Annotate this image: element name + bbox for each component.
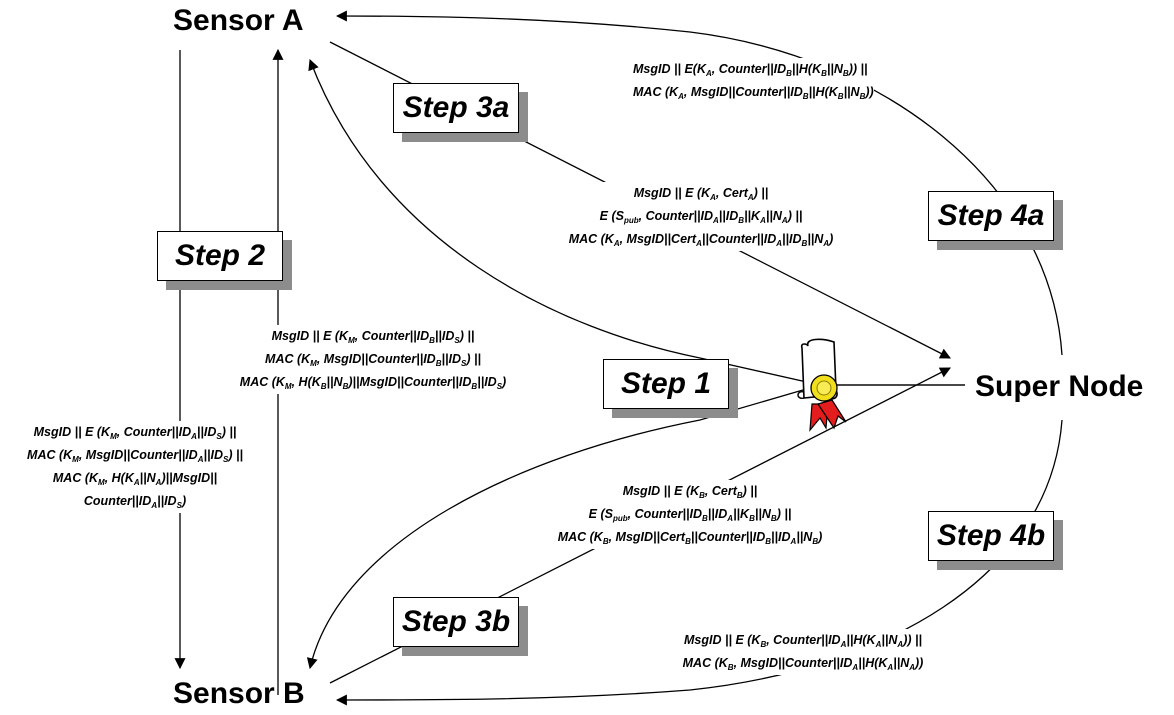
message-line: Counter||IDA||IDS) bbox=[83, 494, 187, 510]
sensor-a: Sensor A bbox=[173, 4, 304, 37]
message-line: MAC (KB, MsgID||Counter||IDA||H(KA||NA)) bbox=[682, 656, 924, 672]
step-1-box: Step 1 bbox=[603, 359, 738, 418]
message-line: MAC (KA, MsgID||CertA||Counter||IDA||IDB… bbox=[568, 232, 834, 248]
step-2-label: Step 2 bbox=[157, 231, 283, 281]
message-line: E (Spub, Counter||IDA||IDB||KA||NA) || bbox=[599, 209, 803, 225]
message-step-2-to-a: MsgID || E (KM, Counter||IDB||IDS) || MA… bbox=[212, 325, 534, 394]
step-3a-box: Step 3a bbox=[393, 83, 528, 142]
message-line: MAC (KM, MsgID||Counter||IDB||IDS) || bbox=[265, 352, 481, 368]
message-line: E (Spub, Counter||IDB||IDA||KB||NB) || bbox=[588, 507, 792, 523]
super-node: Super Node bbox=[975, 370, 1144, 403]
certificate-scroll-icon bbox=[797, 338, 847, 432]
message-line: MAC (KM, H(KA||NA)||MsgID|| bbox=[52, 471, 218, 487]
message-line: MsgID || E (KM, Counter||IDB||IDS) || bbox=[271, 329, 475, 345]
step-3b-label: Step 3b bbox=[393, 597, 519, 647]
message-step-3b: MsgID || E (KB, CertB) || E (Spub, Count… bbox=[510, 480, 870, 549]
sensor-b: Sensor B bbox=[173, 677, 305, 710]
step-2-box: Step 2 bbox=[157, 231, 292, 290]
message-line: MsgID || E (KB, Counter||IDA||H(KA||NA))… bbox=[684, 633, 922, 649]
step-3a-label: Step 3a bbox=[393, 83, 519, 133]
message-step-4b: MsgID || E (KB, Counter||IDA||H(KA||NA))… bbox=[648, 629, 958, 675]
step-4b-box: Step 4b bbox=[928, 511, 1063, 570]
message-line: MsgID || E (KM, Counter||IDA||IDS) || bbox=[33, 425, 237, 441]
step1-line-to-b bbox=[306, 384, 965, 670]
step-4b-label: Step 4b bbox=[928, 511, 1054, 561]
step1-line-to-a bbox=[308, 58, 965, 386]
message-line: MsgID || E (KB, CertB) || bbox=[622, 484, 758, 500]
step-1-label: Step 1 bbox=[603, 359, 729, 409]
message-line: MsgID || E(KA, Counter||IDB||H(KB||NB)) … bbox=[633, 62, 868, 78]
message-step-3a: MsgID || E (KA, CertA) || E (Spub, Count… bbox=[537, 182, 865, 251]
message-line: MAC (KA, MsgID||Counter||IDB||H(KB||NB)) bbox=[633, 85, 874, 101]
message-line: MAC (KM, MsgID||Counter||IDA||IDS) || bbox=[27, 448, 243, 464]
message-line: MAC (KB, MsgID||CertB||Counter||IDB||IDA… bbox=[557, 530, 823, 546]
message-step-4a: MsgID || E(KA, Counter||IDB||H(KB||NB)) … bbox=[633, 58, 874, 104]
message-step-2-to-b: MsgID || E (KM, Counter||IDA||IDS) || MA… bbox=[4, 421, 266, 513]
message-line: MAC (KM, H(KB||NB)||MsgID||Counter||IDB|… bbox=[239, 375, 507, 391]
step-3b-box: Step 3b bbox=[393, 597, 528, 656]
step-4a-label: Step 4a bbox=[928, 191, 1054, 241]
message-line: MsgID || E (KA, CertA) || bbox=[633, 186, 769, 202]
step-4a-box: Step 4a bbox=[928, 191, 1063, 250]
